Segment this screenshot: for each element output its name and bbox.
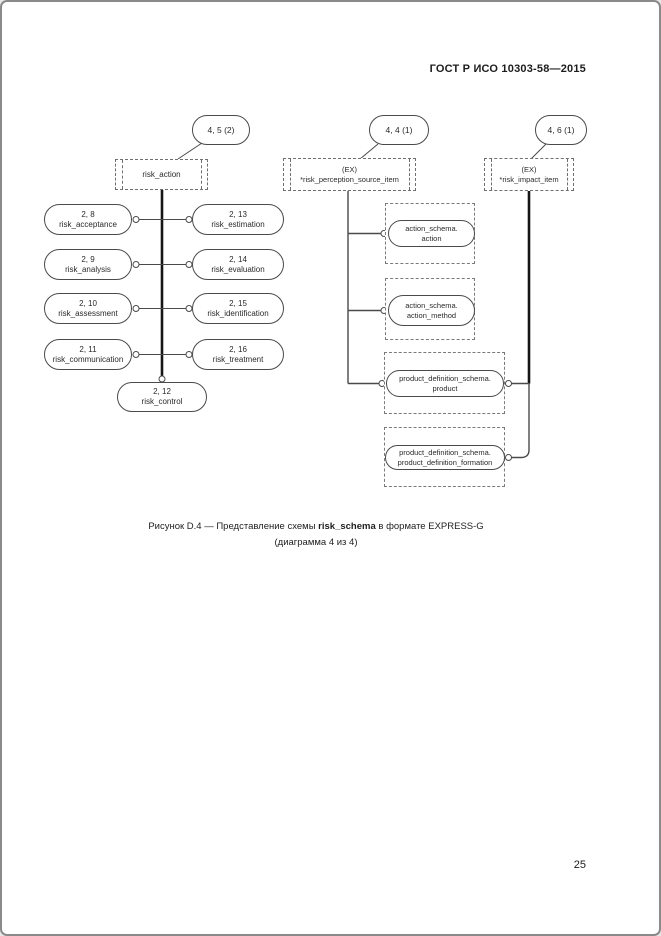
entity-ref: 2, 10 <box>79 298 97 308</box>
entity-risk-treatment: 2, 16 risk_treatment <box>192 339 284 370</box>
entity-name: risk_assessment <box>58 308 118 318</box>
entity-risk-communication: 2, 11 risk_communication <box>44 339 132 370</box>
page-ref-label: 4, 4 (1) <box>385 124 413 135</box>
schema-box-risk-action: risk_action <box>115 159 208 190</box>
entity-product-definition-schema-product: product_definition_schema. product <box>386 370 504 397</box>
page-ref-4-6-1: 4, 6 (1) <box>535 115 587 145</box>
entity-product-definition-formation: product_definition_schema. product_defin… <box>385 445 505 470</box>
entity-ref: 2, 11 <box>79 344 97 354</box>
entity-name: risk_evaluation <box>211 264 265 274</box>
entity-name: risk_analysis <box>65 264 111 274</box>
schema-box-tag: (EX) <box>521 165 537 175</box>
entity-risk-evaluation: 2, 14 risk_evaluation <box>192 249 284 280</box>
entity-ref: 2, 9 <box>81 254 95 264</box>
figure-caption: Рисунок D.4 — Представление схемы risk_s… <box>2 519 630 551</box>
entity-ref: 2, 13 <box>229 209 247 219</box>
entity-schema: product_definition_schema. <box>399 448 491 458</box>
entity-ref: 2, 14 <box>229 254 247 264</box>
entity-ref: 2, 12 <box>153 387 171 396</box>
entity-risk-control: 2, 12 risk_control <box>117 382 207 412</box>
page-ref-4-4-1: 4, 4 (1) <box>369 115 429 145</box>
entity-schema: action_schema. <box>405 301 458 311</box>
entity-ref: 2, 16 <box>229 344 247 354</box>
schema-box-name: risk_action <box>142 169 181 179</box>
page-ref-label: 4, 6 (1) <box>547 124 575 135</box>
entity-ref: 2, 15 <box>229 298 247 308</box>
entity-name: product <box>432 383 458 393</box>
entity-name: risk_treatment <box>212 354 264 364</box>
entity-action-schema-action: action_schema. action <box>388 220 475 247</box>
entity-name: risk_identification <box>207 308 269 318</box>
entity-name: product_definition_formation <box>397 457 493 467</box>
figure-caption-line1: Рисунок D.4 — Представление схемы risk_s… <box>2 519 630 535</box>
entity-name: risk_estimation <box>211 219 265 229</box>
caption-prefix: Рисунок D.4 — Представление схемы <box>148 521 319 532</box>
schema-box-risk-perception-source-item: (EX) *risk_perception_source_item <box>283 158 416 191</box>
entity-schema: product_definition_schema. <box>399 374 491 384</box>
page-ref-4-5-2: 4, 5 (2) <box>192 115 250 145</box>
document-header: ГОСТ Р ИСО 10303-58—2015 <box>429 63 586 75</box>
schema-box-risk-impact-item: (EX) *risk_impact_item <box>484 158 574 191</box>
entity-name: risk_control <box>141 397 183 406</box>
entity-risk-identification: 2, 15 risk_identification <box>192 293 284 324</box>
schema-box-name: *risk_perception_source_item <box>300 174 399 184</box>
entity-schema: action_schema. <box>405 224 458 234</box>
entity-risk-acceptance: 2, 8 risk_acceptance <box>44 204 132 235</box>
schema-box-name: *risk_impact_item <box>499 174 559 184</box>
entity-name: risk_acceptance <box>59 219 117 229</box>
entity-risk-assessment: 2, 10 risk_assessment <box>44 293 132 324</box>
schema-box-tag: (EX) <box>342 165 357 175</box>
entity-name: action <box>421 233 442 243</box>
entity-risk-estimation: 2, 13 risk_estimation <box>192 204 284 235</box>
entity-action-schema-action-method: action_schema. action_method <box>388 295 475 326</box>
entity-name: risk_communication <box>52 354 124 364</box>
figure-caption-line2: (диаграмма 4 из 4) <box>274 537 358 548</box>
entity-risk-analysis: 2, 9 risk_analysis <box>44 249 132 280</box>
page-ref-label: 4, 5 (2) <box>207 124 235 135</box>
entity-ref: 2, 8 <box>81 209 95 219</box>
page-number: 25 <box>573 859 586 871</box>
caption-schema-name: risk_schema <box>318 521 376 532</box>
caption-suffix: в формате EXPRESS-G <box>375 521 484 532</box>
entity-name: action_method <box>406 310 457 320</box>
